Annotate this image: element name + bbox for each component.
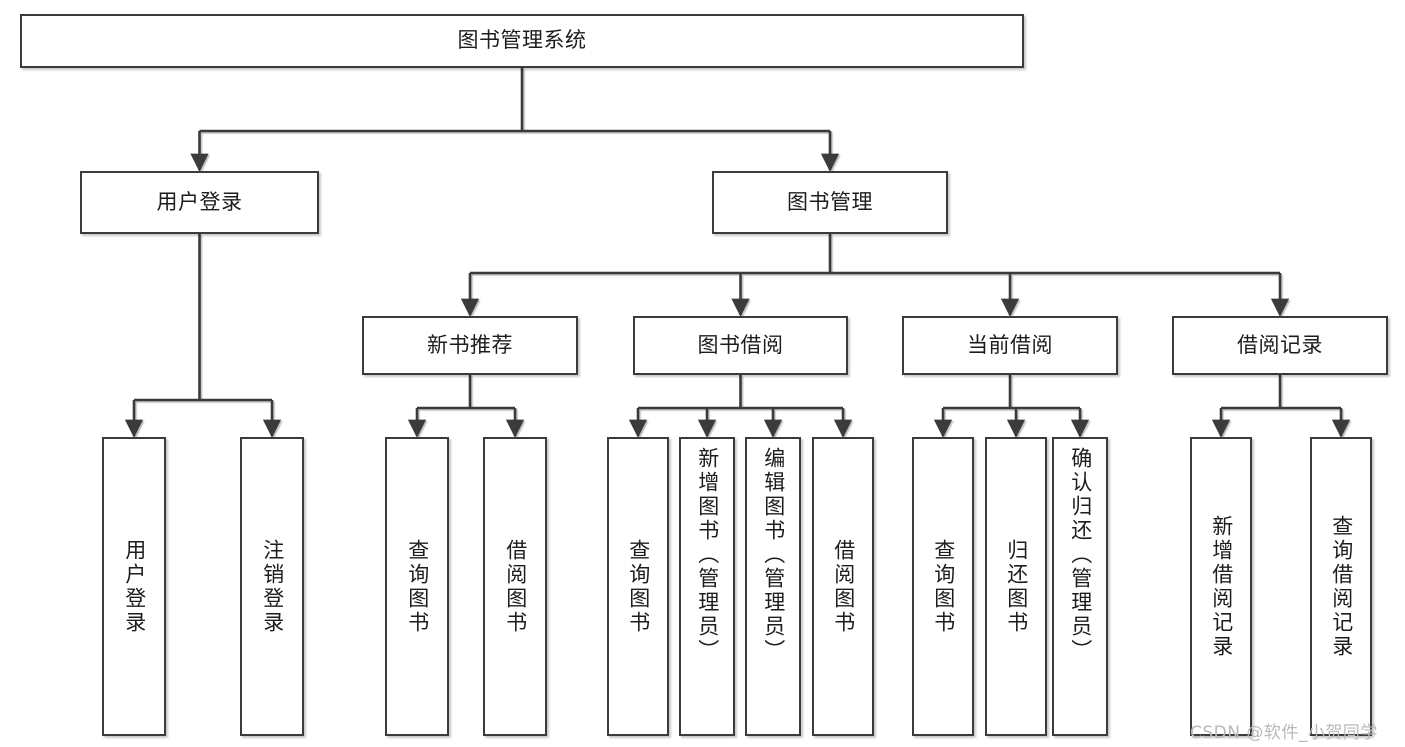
node-box-cur_borrow[interactable]: 当前借阅 bbox=[902, 316, 1118, 375]
node-label-leaf_b2: 借阅图书 bbox=[831, 538, 856, 635]
node-box-leaf_q1[interactable]: 查询图书 bbox=[385, 437, 449, 736]
node-label-leaf_q1: 查询图书 bbox=[405, 538, 430, 635]
node-label-leaf_add: 新增图书（管理员） bbox=[695, 447, 720, 663]
csdn-watermark: CSDN @软件_小贺同学 bbox=[1190, 723, 1378, 743]
node-box-leaf_add[interactable]: 新增图书（管理员） bbox=[679, 437, 735, 736]
node-box-leaf_edit[interactable]: 编辑图书（管理员） bbox=[745, 437, 801, 736]
node-label-root: 图书管理系统 bbox=[457, 28, 587, 53]
node-box-leaf_login[interactable]: 用户登录 bbox=[102, 437, 166, 736]
node-box-leaf_b2[interactable]: 借阅图书 bbox=[812, 437, 874, 736]
node-box-leaf_addlog[interactable]: 新增借阅记录 bbox=[1190, 437, 1252, 736]
node-box-book_borrow[interactable]: 图书借阅 bbox=[633, 316, 848, 375]
node-box-book_manage[interactable]: 图书管理 bbox=[712, 171, 948, 234]
node-box-new_rec[interactable]: 新书推荐 bbox=[362, 316, 578, 375]
node-label-leaf_addlog: 新增借阅记录 bbox=[1209, 514, 1234, 659]
node-label-cur_borrow: 当前借阅 bbox=[967, 332, 1053, 357]
node-box-leaf_conf[interactable]: 确认归还（管理员） bbox=[1052, 437, 1108, 736]
node-label-leaf_qlog: 查询借阅记录 bbox=[1329, 514, 1354, 659]
node-label-borrow_log: 借阅记录 bbox=[1237, 332, 1323, 357]
node-box-leaf_b1[interactable]: 借阅图书 bbox=[483, 437, 547, 736]
node-label-leaf_ret: 归还图书 bbox=[1004, 538, 1029, 635]
node-box-user_login[interactable]: 用户登录 bbox=[80, 171, 319, 234]
node-label-leaf_edit: 编辑图书（管理员） bbox=[761, 447, 786, 663]
node-box-borrow_log[interactable]: 借阅记录 bbox=[1172, 316, 1388, 375]
node-box-leaf_q2[interactable]: 查询图书 bbox=[607, 437, 669, 736]
node-label-user_login: 用户登录 bbox=[156, 189, 243, 214]
node-label-leaf_b1: 借阅图书 bbox=[503, 538, 528, 635]
node-label-book_borrow: 图书借阅 bbox=[697, 332, 784, 357]
node-box-root[interactable]: 图书管理系统 bbox=[20, 14, 1024, 68]
node-box-leaf_q3[interactable]: 查询图书 bbox=[912, 437, 974, 736]
node-label-leaf_q3: 查询图书 bbox=[931, 538, 956, 635]
node-label-book_manage: 图书管理 bbox=[787, 189, 873, 214]
node-label-leaf_conf: 确认归还（管理员） bbox=[1068, 447, 1093, 663]
node-label-new_rec: 新书推荐 bbox=[427, 332, 513, 357]
node-label-leaf_q2: 查询图书 bbox=[626, 538, 651, 635]
node-label-leaf_login: 用户登录 bbox=[122, 538, 147, 635]
node-label-leaf_logout: 注销登录 bbox=[260, 538, 285, 635]
node-box-leaf_ret[interactable]: 归还图书 bbox=[985, 437, 1047, 736]
node-box-leaf_qlog[interactable]: 查询借阅记录 bbox=[1310, 437, 1372, 736]
node-box-leaf_logout[interactable]: 注销登录 bbox=[240, 437, 304, 736]
